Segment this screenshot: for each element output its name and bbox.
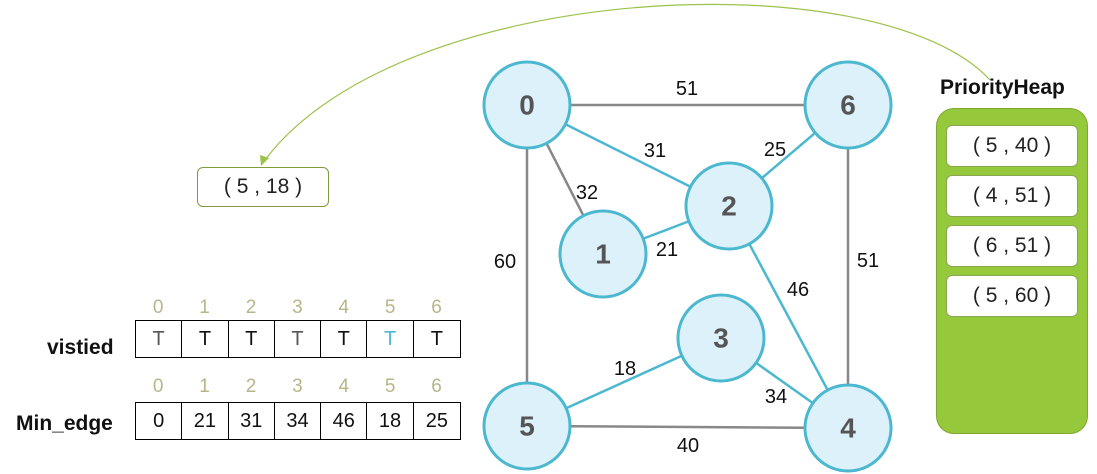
node-label-4: 4 <box>840 413 856 444</box>
pop-arrow-head <box>260 155 269 166</box>
index-label: 1 <box>199 376 210 397</box>
visited-cell: T <box>367 321 414 357</box>
index-label: 0 <box>152 297 164 318</box>
index-label: 6 <box>431 297 442 318</box>
visited-label: vistied <box>47 336 114 359</box>
visited-cell: T <box>275 321 322 357</box>
index-label: 5 <box>384 376 396 397</box>
visited-cell: T <box>229 321 275 357</box>
edge-5-4 <box>526 424 849 430</box>
edge-weight-2-4: 46 <box>787 279 809 301</box>
priority-heap: ( 5 , 40 ) ( 4 , 51 ) ( 6 , 51 ) ( 5 , 6… <box>936 108 1088 434</box>
node-6 <box>803 60 893 150</box>
visited-index-row: 0 1 2 3 4 5 6 <box>135 297 460 318</box>
heap-item: ( 4 , 51 ) <box>946 175 1078 217</box>
visited-cell: T <box>136 321 183 357</box>
node-label-5: 5 <box>519 411 535 442</box>
visited-cell: T <box>182 321 229 357</box>
min-edge-cell: 25 <box>425 409 448 432</box>
index-label: 5 <box>384 297 396 318</box>
heap-item: ( 6 , 51 ) <box>946 225 1078 267</box>
node-label-3: 3 <box>713 323 729 354</box>
edge-weight-0-6: 51 <box>676 78 698 100</box>
min-edge-label: Min_edge <box>16 412 113 435</box>
visited-cell: T <box>321 321 368 357</box>
popped-heap-item: ( 5 , 18 ) <box>197 167 329 207</box>
heap-item: ( 5 , 40 ) <box>946 125 1078 167</box>
visited-array: T T T T T T T <box>135 320 461 358</box>
index-label: 0 <box>152 376 164 397</box>
node-2 <box>684 161 774 251</box>
node-5 <box>482 381 572 471</box>
min-edge-cell: 18 <box>367 403 414 439</box>
min-edge-cell: 0 <box>136 403 183 439</box>
index-label: 2 <box>245 376 257 397</box>
min-edge-cell: 34 <box>275 403 322 439</box>
edge-weight-3-5: 18 <box>614 358 636 380</box>
edge-weight-1-2: 21 <box>656 239 678 261</box>
edge-weight-0-2: 31 <box>644 140 666 162</box>
heap-title: PriorityHeap <box>940 76 1065 99</box>
index-label: 1 <box>199 297 210 318</box>
edge-weight-3-4: 34 <box>765 386 787 408</box>
index-label: 4 <box>338 376 350 397</box>
min-edge-cell: 46 <box>321 403 368 439</box>
index-label: 4 <box>338 297 350 318</box>
node-label-1: 1 <box>595 239 611 270</box>
index-label: 6 <box>431 376 442 397</box>
node-label-2: 2 <box>721 191 737 222</box>
min-edge-cell: 31 <box>229 403 275 439</box>
node-1 <box>558 209 648 299</box>
visited-cell: T <box>430 327 443 350</box>
edge-weight-6-2: 25 <box>764 139 786 161</box>
min-edge-cell: 21 <box>182 403 229 439</box>
min-edge-array: 0 21 31 34 46 18 25 <box>135 402 461 440</box>
heap-item: ( 5 , 60 ) <box>946 275 1078 317</box>
pop-arrow <box>264 3 991 161</box>
node-3 <box>676 293 766 383</box>
edge-weight-0-5: 60 <box>494 251 516 273</box>
node-4 <box>803 383 893 473</box>
node-label-0: 0 <box>519 90 535 121</box>
node-label-6: 6 <box>840 90 856 121</box>
edge-weight-5-4: 40 <box>677 435 699 457</box>
min-edge-index-row: 0 1 2 3 4 5 6 <box>135 376 460 397</box>
edge-weight-6-4: 51 <box>857 250 879 272</box>
node-0 <box>482 60 572 150</box>
index-label: 3 <box>292 376 303 397</box>
edge-weight-0-1: 32 <box>576 182 598 204</box>
index-label: 2 <box>245 297 257 318</box>
index-label: 3 <box>292 297 303 318</box>
